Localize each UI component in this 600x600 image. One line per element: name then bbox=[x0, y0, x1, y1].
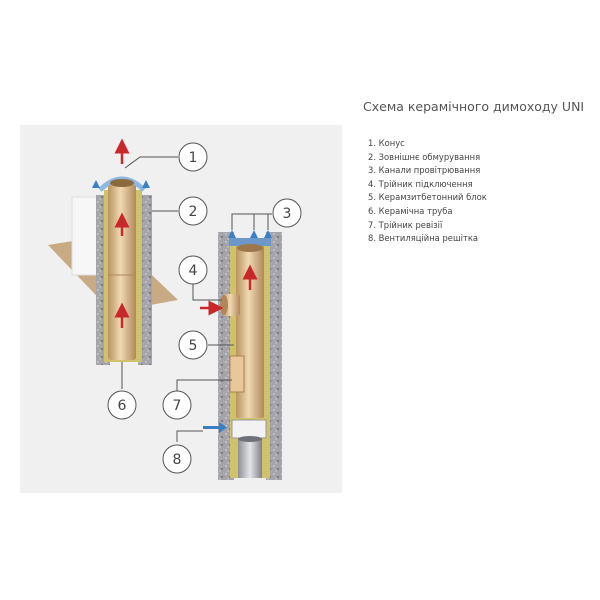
vent-arrow-a-left bbox=[92, 180, 100, 188]
callout-markers: 1 2 3 4 5 6 7 8 bbox=[107, 142, 302, 474]
callout-number-4: 4 bbox=[189, 263, 198, 279]
callout-leaders bbox=[121, 156, 272, 442]
callout-circle-1 bbox=[178, 142, 208, 172]
vent-arrow-b-3 bbox=[264, 230, 272, 238]
callout-circle-8 bbox=[162, 444, 192, 474]
legend-item-8: 8. Вентиляційна решітка bbox=[368, 233, 479, 244]
callout-circle-7 bbox=[162, 390, 192, 420]
chimney-base-section bbox=[218, 232, 282, 480]
leader-1 bbox=[124, 156, 178, 169]
callout-number-8: 8 bbox=[173, 452, 182, 468]
callout-circle-2 bbox=[178, 196, 208, 226]
condensate-section bbox=[238, 438, 262, 478]
callout-circle-4 bbox=[178, 255, 208, 285]
legend-item-7: 7. Трійник ревізії bbox=[368, 219, 443, 230]
condensate-rim bbox=[238, 436, 262, 442]
pipe-top-opening bbox=[237, 244, 263, 252]
legend-item-4: 4. Трійник підключення bbox=[368, 178, 473, 189]
legend-item-2: 2. Зовнішнє обмурування bbox=[368, 151, 481, 162]
leader-3 bbox=[231, 213, 272, 230]
chimney-roof-section bbox=[48, 176, 178, 365]
vent-arrow-b-2 bbox=[250, 230, 258, 238]
diagram-panel bbox=[20, 125, 342, 493]
connection-tee-opening bbox=[220, 295, 228, 315]
vent-arrow-a-right bbox=[142, 180, 150, 188]
ventilation-grille bbox=[231, 419, 267, 439]
legend-item-1: 1. Конус bbox=[368, 138, 405, 148]
callout-number-2: 2 bbox=[189, 204, 198, 220]
callout-circle-3 bbox=[272, 198, 302, 228]
legend-item-5: 5. Керамзитбетонний блок bbox=[368, 192, 487, 203]
vent-arrow-b-1 bbox=[228, 230, 236, 238]
vent-arrow-inlet-shaft bbox=[203, 426, 219, 429]
ceramic-pipe bbox=[108, 180, 136, 360]
callout-number-7: 7 bbox=[173, 398, 182, 414]
callout-number-3: 3 bbox=[283, 206, 292, 222]
callout-circle-6 bbox=[107, 390, 137, 420]
diagram-title: Схема керамічного димоходу UNI bbox=[363, 99, 585, 114]
vent-arrow-inlet-head bbox=[219, 422, 227, 433]
ventilation-channel-top bbox=[229, 238, 271, 246]
callout-number-1: 1 bbox=[189, 150, 198, 166]
pipe-mouth bbox=[110, 179, 134, 187]
callout-number-5: 5 bbox=[189, 338, 198, 354]
callout-circle-5 bbox=[178, 330, 208, 360]
leader-7 bbox=[176, 379, 232, 392]
legend-item-6: 6. Керамічна труба bbox=[368, 205, 453, 216]
callout-number-6: 6 bbox=[118, 398, 127, 414]
inspection-tee-door bbox=[229, 355, 245, 393]
legend-list: 1. Конус 2. Зовнішнє обмурування 3. Кана… bbox=[368, 137, 487, 246]
legend-item-3: 3. Канали провітрювання bbox=[368, 165, 481, 176]
leader-8 bbox=[176, 430, 203, 442]
flue-gas-arrows bbox=[114, 138, 258, 328]
ventilation-air-arrows bbox=[92, 180, 272, 433]
